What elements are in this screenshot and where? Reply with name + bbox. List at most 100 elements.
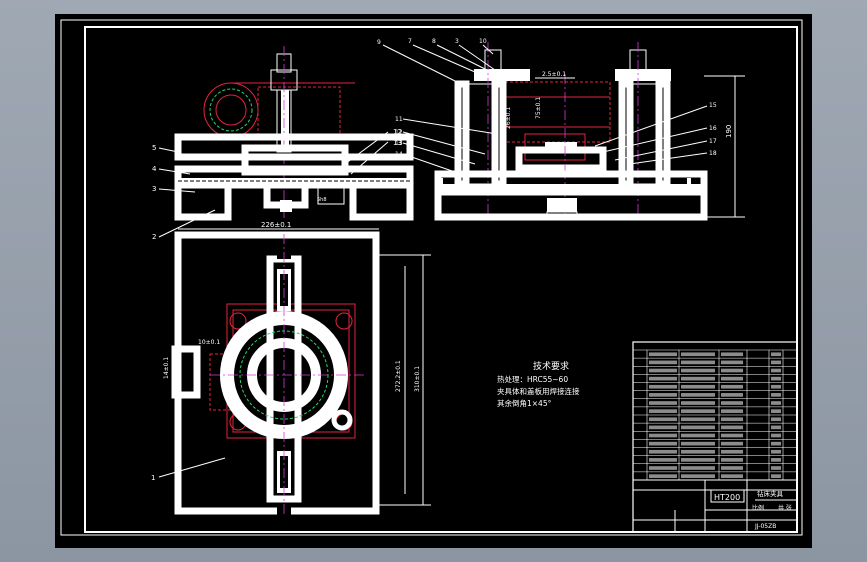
parts-cell-text <box>721 425 743 430</box>
top-view: 10±0.1 14±0.1 272.2±0.1 310±0.1 1 <box>151 231 431 518</box>
parts-cell-text <box>681 368 715 373</box>
callout-13-front: 13 <box>393 139 402 147</box>
callout-11: 11 <box>395 116 403 123</box>
tech-req-line-2: 夹具体和盖板用焊接连接 <box>497 386 580 396</box>
callout-10: 10 <box>479 38 487 45</box>
callout-2: 2 <box>152 233 156 241</box>
parts-cell-text <box>681 360 715 365</box>
dim-front-width: 226±0.1 <box>261 221 291 229</box>
parts-cell-text <box>649 384 677 389</box>
callout-8: 8 <box>432 38 436 45</box>
dim-side-height: 190 <box>725 125 733 138</box>
parts-cell-text <box>649 441 677 446</box>
parts-cell-text <box>771 433 781 438</box>
parts-cell-text <box>681 352 715 357</box>
callout-13: 13 <box>395 140 403 147</box>
parts-cell-text <box>721 360 743 365</box>
parts-cell-text <box>721 417 743 422</box>
parts-cell-text <box>771 474 781 478</box>
drawing-name: 钻床夹具 <box>757 489 784 498</box>
callout-15: 15 <box>709 102 717 109</box>
parts-cell-text <box>771 368 781 373</box>
parts-cell-text <box>771 425 781 430</box>
parts-cell-text <box>649 352 677 357</box>
parts-cell-text <box>721 474 743 478</box>
material-label: HT200 <box>714 493 740 502</box>
dim-side-top: 2.5±0.1 <box>542 71 566 78</box>
parts-cell-text <box>771 441 781 446</box>
tech-req-title: 技术要求 <box>533 360 569 372</box>
parts-cell-text <box>649 376 677 381</box>
parts-cell-text <box>771 449 781 454</box>
parts-cell-text <box>721 401 743 405</box>
front-red-outline <box>203 82 355 138</box>
callout-12-front: 12 <box>393 128 402 136</box>
parts-cell-text <box>649 458 677 462</box>
callout-12: 12 <box>395 129 403 136</box>
parts-cell-text <box>649 425 677 430</box>
parts-cell-text <box>771 401 781 405</box>
dim-side-small: 26±0.1 <box>505 107 512 129</box>
drawing-number: JJ-05ZB <box>754 523 776 530</box>
dim-top-vertical-1: 272.2±0.1 <box>395 360 402 392</box>
side-view: 2.5±0.1 190 75±0.1 26±0.1 9 7 8 3 10 11 … <box>377 38 745 221</box>
parts-cell-text <box>721 393 743 397</box>
dim-front-small: 16h8 <box>269 155 284 162</box>
tech-req-line-3: 其余倒角1×45° <box>497 398 552 408</box>
parts-cell-text <box>649 409 677 413</box>
side-callouts-left: 11 12 13 14 <box>395 116 498 173</box>
parts-cell-text <box>721 466 743 470</box>
outer-frame <box>60 19 803 536</box>
parts-cell-text <box>771 376 781 381</box>
parts-cell-text <box>681 441 715 446</box>
callout-17: 17 <box>709 138 717 145</box>
parts-cell-text <box>721 352 743 357</box>
dim-top-vertical-2: 310±0.1 <box>414 366 421 392</box>
parts-cell-text <box>649 393 677 397</box>
parts-cell-text <box>649 417 677 422</box>
parts-cell-text <box>721 449 743 454</box>
inner-frame <box>84 26 798 533</box>
parts-cell-text <box>771 360 781 365</box>
callout-1: 1 <box>151 474 155 482</box>
parts-cell-text <box>721 384 743 389</box>
dim-front-sub: 5h8 <box>317 197 327 203</box>
parts-cell-text <box>771 466 781 470</box>
parts-cell-text <box>681 458 715 462</box>
parts-cell-text <box>649 401 677 405</box>
dim-side-vertical: 75±0.1 <box>535 97 542 119</box>
callout-16: 16 <box>709 125 717 132</box>
parts-cell-text <box>771 384 781 389</box>
parts-cell-text <box>721 458 743 462</box>
parts-cell-text <box>721 409 743 413</box>
parts-cell-text <box>681 384 715 389</box>
parts-cell-text <box>681 433 715 438</box>
parts-cell-text <box>771 352 781 357</box>
parts-cell-text <box>771 409 781 413</box>
callout-7: 7 <box>408 38 412 45</box>
parts-cell-text <box>771 417 781 422</box>
cad-viewport[interactable]: 16h8 5h8 5 4 3 2 12 13 226±0.1 <box>55 14 812 548</box>
parts-cell-text <box>649 433 677 438</box>
parts-cell-text <box>681 409 715 413</box>
parts-cell-text <box>681 425 715 430</box>
engineering-drawing: 16h8 5h8 5 4 3 2 12 13 226±0.1 <box>60 19 803 536</box>
parts-cell-text <box>681 417 715 422</box>
callout-3: 3 <box>152 185 156 193</box>
scale-label: 比例 <box>752 504 764 512</box>
callout-3-side: 3 <box>455 38 459 45</box>
parts-cell-text <box>721 368 743 373</box>
sheet-label: 共 张 <box>778 504 792 512</box>
dim-top-left-small: 10±0.1 <box>198 339 220 346</box>
parts-cell-text <box>681 466 715 470</box>
parts-cell-text <box>649 474 677 478</box>
tech-req-line-1: 热处理：HRC55~60 <box>497 374 568 384</box>
parts-cell-text <box>649 466 677 470</box>
side-callouts-top: 9 7 8 3 10 <box>377 38 496 85</box>
callout-9: 9 <box>377 39 381 46</box>
parts-cell-text <box>681 474 715 478</box>
front-callouts: 5 4 3 2 12 13 <box>152 128 402 241</box>
parts-cell-text <box>681 449 715 454</box>
callout-14: 14 <box>395 151 403 158</box>
parts-cell-text <box>649 368 677 373</box>
